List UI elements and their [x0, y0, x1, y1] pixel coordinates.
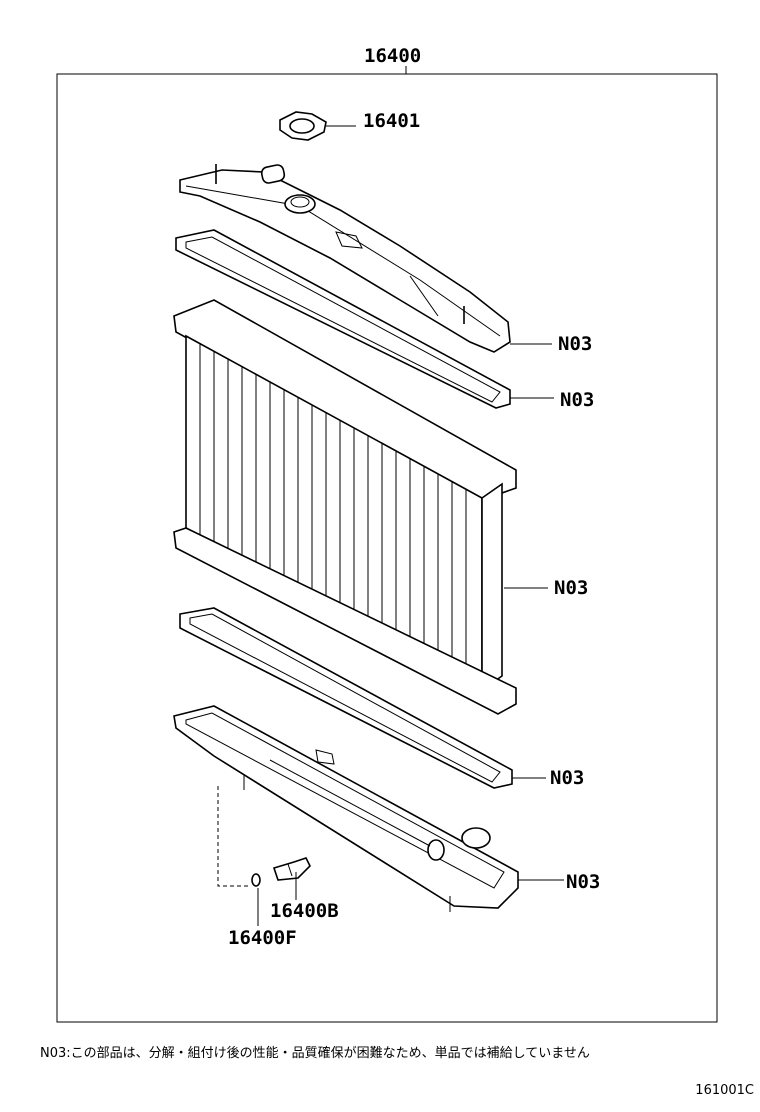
part-number-core: N03: [554, 577, 588, 599]
radiator-core: [173, 299, 517, 715]
figure-code: 161001C: [695, 1083, 754, 1098]
part-number-16400F: 16400F: [228, 927, 297, 949]
radiator-cap: [279, 111, 327, 141]
part-number-upper-gasket: N03: [560, 389, 594, 411]
drain-cock: [272, 857, 311, 881]
part-number-16400: 16400: [364, 45, 421, 67]
lower-tank: [173, 705, 519, 912]
upper-tank: [179, 164, 511, 353]
footnote: N03:この部品は、分解・組付け後の性能・品質確保が困難なため、単品では補給して…: [40, 1046, 590, 1061]
part-number-16401: 16401: [363, 110, 420, 132]
lower-gasket: [179, 607, 513, 789]
part-number-upper-tank: N03: [558, 333, 592, 355]
upper-gasket: [175, 229, 511, 409]
oring: [251, 873, 261, 887]
part-number-lower-tank: N03: [566, 871, 600, 893]
part-number-lower-gasket: N03: [550, 767, 584, 789]
hidden-line: [217, 786, 248, 887]
part-number-16400B: 16400B: [270, 900, 339, 922]
assembly-frame: [56, 73, 718, 1023]
